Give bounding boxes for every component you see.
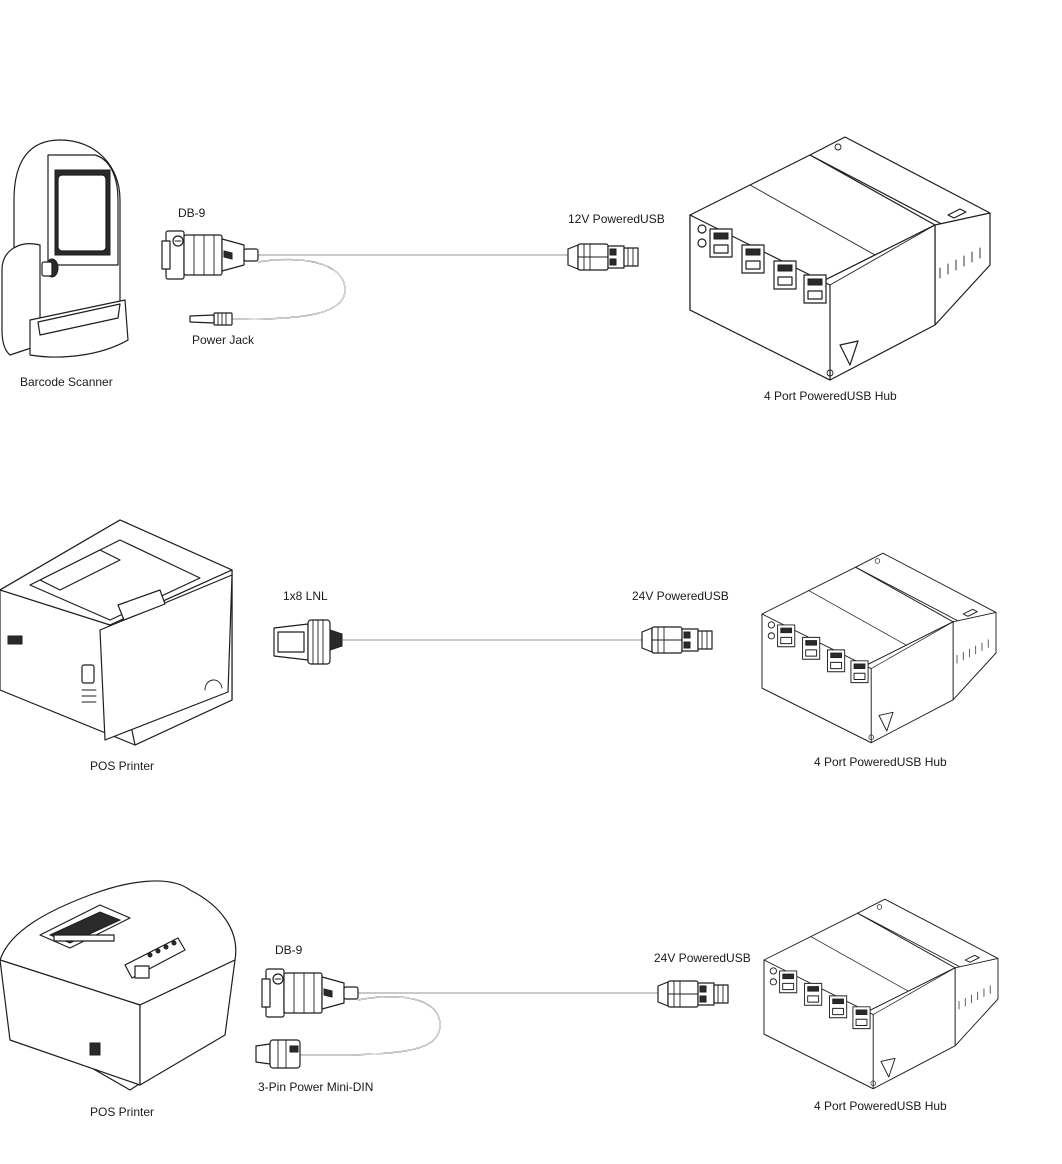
pos-printer-icon <box>0 519 233 746</box>
row-3: POS Printer DB-9 3-Pin Power Mini-DIN 24… <box>0 880 999 1119</box>
poweredusb-plug-icon <box>641 626 713 654</box>
device-label: POS Printer <box>90 759 154 773</box>
poweredusb-plug-icon <box>657 980 729 1008</box>
row-1: Barcode Scanner DB-9 Power Jack 12V Powe… <box>1 136 991 403</box>
mini-din-connector-icon <box>255 1039 301 1069</box>
usb-label: 24V PoweredUSB <box>632 589 729 603</box>
barcode-scanner-icon <box>1 139 129 358</box>
usb-hub-icon <box>689 136 991 381</box>
connector-label: DB-9 <box>178 206 206 220</box>
hub-label: 4 Port PoweredUSB Hub <box>814 1099 947 1113</box>
power-label: 3-Pin Power Mini-DIN <box>258 1080 373 1094</box>
row-2: POS Printer 1x8 LNL 24V PoweredUSB 4 Por… <box>0 519 997 773</box>
usb-hub-icon <box>761 552 997 744</box>
usb-hub-icon <box>763 898 999 1090</box>
device-label: Barcode Scanner <box>20 375 113 389</box>
poweredusb-plug-icon <box>567 243 639 271</box>
power-jack-icon <box>189 312 233 326</box>
hub-label: 4 Port PoweredUSB Hub <box>764 389 897 403</box>
db9-connector-icon <box>161 230 568 320</box>
connector-label: 1x8 LNL <box>283 589 328 603</box>
power-label: Power Jack <box>192 333 255 347</box>
usb-label: 12V PoweredUSB <box>568 212 665 226</box>
hub-label: 4 Port PoweredUSB Hub <box>814 755 947 769</box>
db9-connector-icon <box>261 968 658 1056</box>
device-label: POS Printer <box>90 1105 154 1119</box>
connector-label: DB-9 <box>275 943 303 957</box>
pos-printer-icon <box>0 880 237 1091</box>
lnl-connector-icon <box>273 619 642 665</box>
usb-label: 24V PoweredUSB <box>654 951 751 965</box>
